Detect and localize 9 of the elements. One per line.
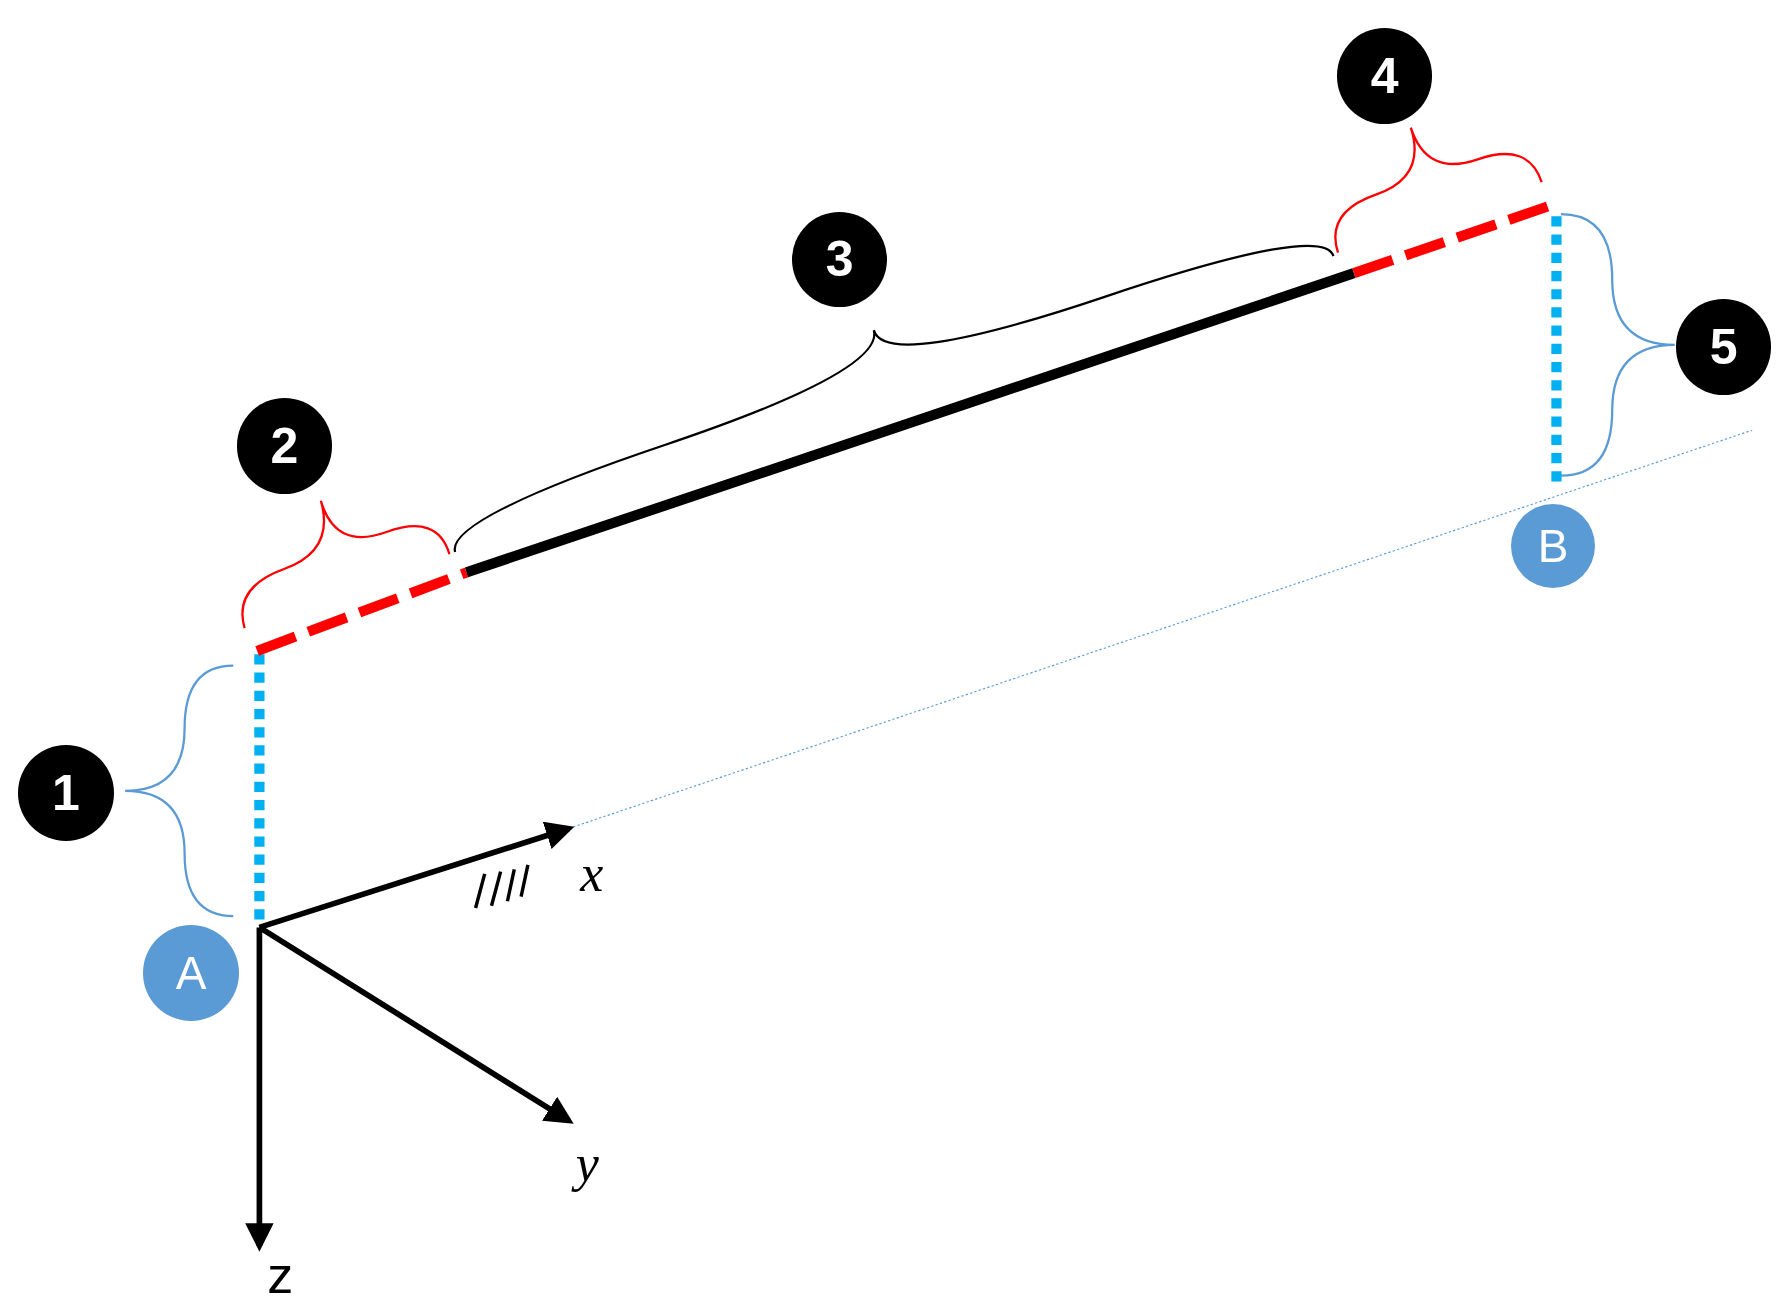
callout-number: 2 — [236, 398, 333, 494]
axis-label: x — [580, 847, 604, 900]
callout-number: 5 — [1675, 299, 1772, 395]
callout-number: 1 — [18, 745, 114, 841]
point-marker: A — [143, 925, 239, 1021]
callout-number: 3 — [791, 211, 888, 308]
axis-label: z — [267, 1249, 294, 1302]
callout-number: 4 — [1336, 28, 1433, 124]
point-marker: B — [1510, 504, 1596, 589]
